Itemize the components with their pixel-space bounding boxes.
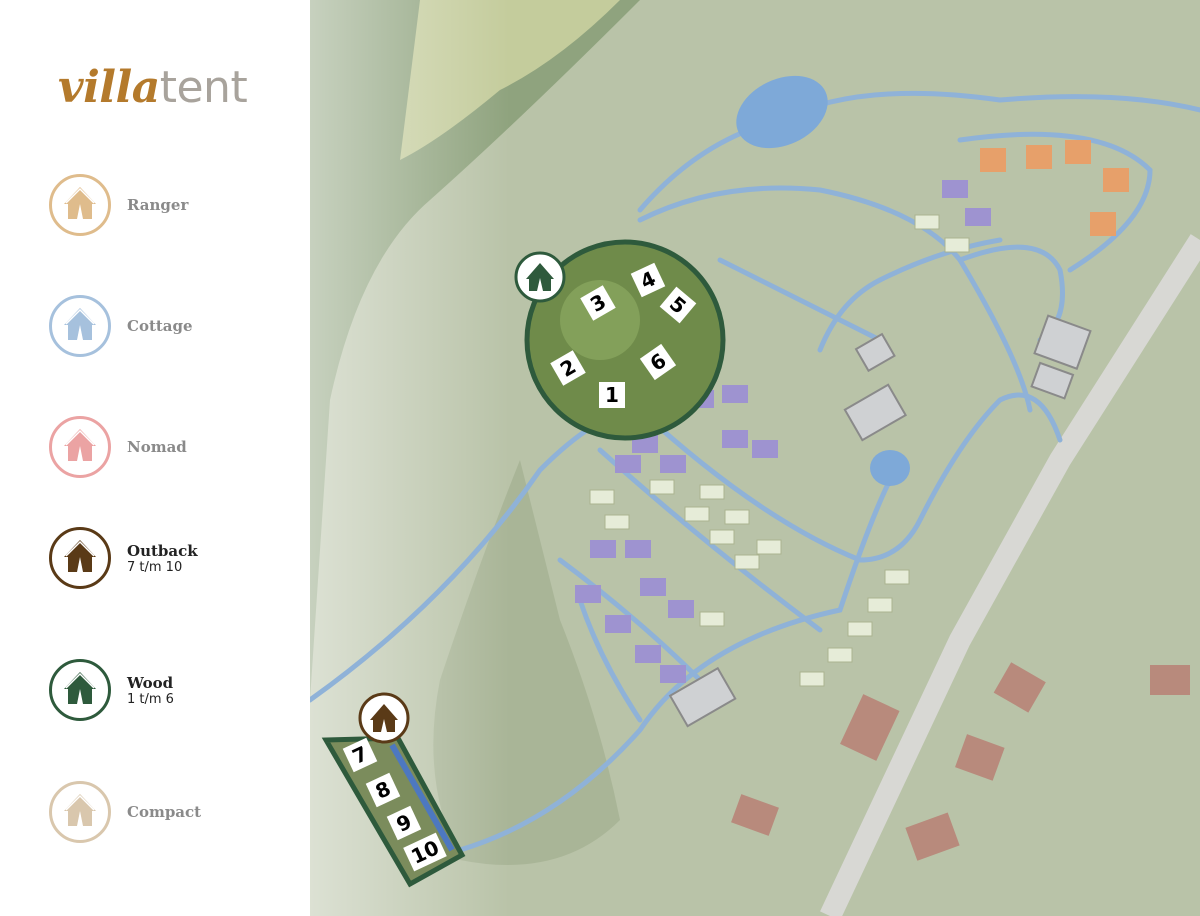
main-road bbox=[820, 234, 1200, 916]
tent-icon bbox=[49, 659, 111, 721]
plot-marker-bg bbox=[630, 262, 666, 298]
tent-icon bbox=[370, 704, 398, 732]
plot-marker-bg bbox=[386, 805, 422, 841]
tent-icon bbox=[49, 781, 111, 843]
plot-marker-bg bbox=[550, 350, 586, 386]
legend-text: Nomad bbox=[127, 438, 187, 456]
tent-icon bbox=[49, 416, 111, 478]
legend-item-ranger: Ranger bbox=[48, 173, 188, 237]
legend-name: Outback bbox=[127, 541, 198, 560]
outback-water bbox=[389, 743, 455, 852]
cottage-tents bbox=[575, 180, 991, 683]
legend-name: Ranger bbox=[127, 196, 189, 214]
plot-marker[interactable]: 4 bbox=[630, 262, 666, 298]
legend-range: 1 t/m 6 bbox=[127, 691, 174, 707]
houses bbox=[731, 662, 1190, 861]
plot-marker-bg bbox=[580, 285, 616, 321]
wood-tent-marker[interactable] bbox=[514, 251, 566, 303]
plot-marker[interactable]: 1 bbox=[599, 382, 625, 408]
legend-text: Compact bbox=[127, 803, 201, 821]
plot-marker[interactable]: 5 bbox=[659, 286, 697, 324]
legend-text: Ranger bbox=[127, 196, 188, 214]
tent-icon bbox=[49, 295, 111, 357]
compact-tents bbox=[589, 214, 970, 687]
plot-marker-bg bbox=[365, 772, 401, 808]
plot-marker[interactable]: 8 bbox=[365, 772, 401, 808]
plot-marker[interactable]: 2 bbox=[550, 350, 586, 386]
villatent-logo: villatent bbox=[58, 62, 248, 113]
legend-range: 7 t/m 10 bbox=[127, 559, 183, 575]
tent-door bbox=[537, 278, 543, 291]
buildings bbox=[668, 314, 1092, 728]
outback-tent-marker[interactable] bbox=[358, 692, 410, 744]
clearing bbox=[560, 280, 640, 360]
pond bbox=[736, 75, 828, 149]
logo-part-tent: tent bbox=[159, 62, 248, 113]
legend-name: Cottage bbox=[127, 317, 193, 335]
legend-item-nomad: Nomad bbox=[48, 415, 187, 479]
legend-text: Cottage bbox=[127, 317, 193, 335]
plot-number: 1 bbox=[605, 383, 619, 407]
tent-icon bbox=[49, 527, 111, 589]
plot-marker[interactable]: 6 bbox=[639, 343, 677, 381]
plot-marker-bg bbox=[659, 286, 697, 324]
legend-name: Wood bbox=[127, 673, 174, 692]
plot-marker-bg bbox=[599, 382, 625, 408]
plot-marker-bg bbox=[639, 343, 677, 381]
legend-item-compact: Compact bbox=[48, 780, 201, 844]
tent-door bbox=[381, 719, 387, 732]
pool bbox=[870, 450, 910, 486]
plot-marker-bg bbox=[342, 737, 378, 773]
legend-name: Nomad bbox=[127, 438, 187, 456]
ranger-tents bbox=[980, 140, 1129, 236]
logo-part-villa: villa bbox=[58, 62, 160, 113]
tent-icon bbox=[526, 263, 554, 291]
plot-marker-bg bbox=[403, 832, 447, 872]
plot-marker[interactable]: 3 bbox=[580, 285, 616, 321]
plot-marker[interactable]: 9 bbox=[386, 805, 422, 841]
legend-name: Compact bbox=[127, 803, 202, 821]
tent-icon bbox=[49, 174, 111, 236]
plot-marker[interactable]: 7 bbox=[342, 737, 378, 773]
legend-item-cottage: Cottage bbox=[48, 294, 193, 358]
